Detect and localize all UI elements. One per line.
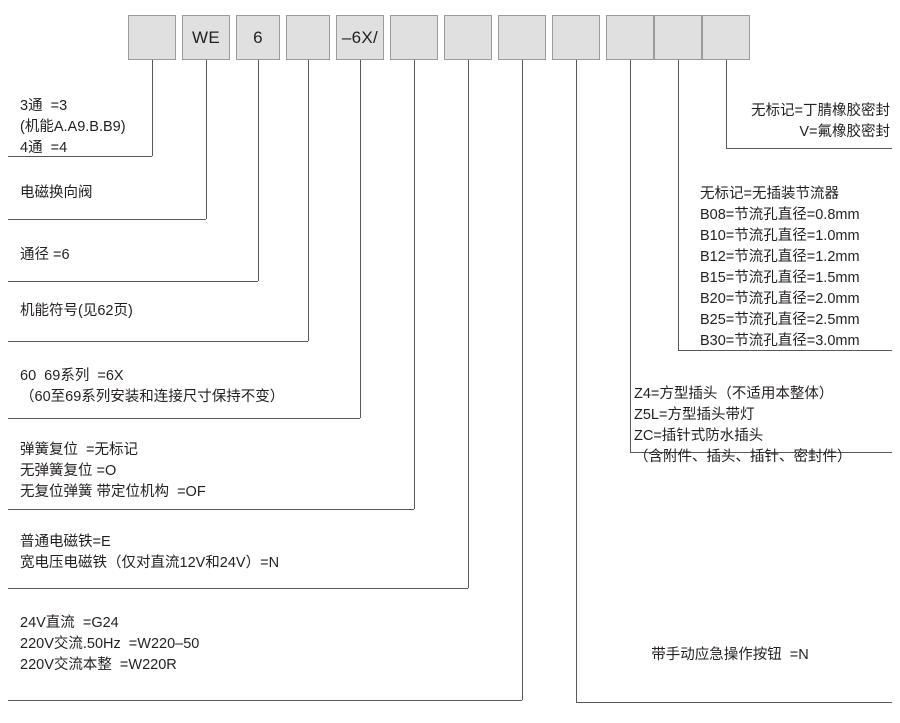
throttle-insert-label: 无标记=无插装节流器 B08=节流孔直径=0.8mm B10=节流孔直径=1.0… [700, 186, 860, 349]
code-box-7[interactable] [444, 15, 492, 60]
bracket-valve-type-horizontal [8, 219, 206, 220]
manual-override-label: 带手动应急操作按钮 =N [651, 647, 809, 663]
series-label: 60 69系列 =6X （60至69系列安装和连接尺寸保持不变） [20, 368, 285, 405]
bracket-ways-horizontal [8, 156, 152, 157]
code-box-1[interactable] [128, 15, 176, 60]
bracket-solenoid-type-horizontal [8, 588, 468, 589]
code-box-10[interactable] [606, 15, 654, 60]
bracket-series-horizontal [8, 418, 360, 419]
bracket-seal-material-horizontal [726, 148, 892, 149]
bracket-solenoid-type-vertical [468, 60, 469, 588]
bracket-nominal-size-horizontal [8, 281, 258, 282]
code-box-12[interactable] [702, 15, 750, 60]
bracket-connector-plug-vertical [630, 60, 631, 452]
bracket-series-vertical [360, 60, 361, 418]
connector-plug-label: Z4=方型插头（不适用本整体） Z5L=方型插头带灯 ZC=插针式防水插头 （含… [634, 386, 852, 465]
bracket-voltage-vertical [522, 60, 523, 700]
seal-material-label: 无标记=丁腈橡胶密封 V=氟橡胶密封 [751, 103, 890, 140]
solenoid-type-label: 普通电磁铁=E 宽电压电磁铁（仅对直流12V和24V）=N [20, 534, 280, 571]
bracket-throttle-insert-horizontal [678, 350, 892, 351]
code-box-6[interactable] [390, 15, 438, 60]
bracket-manual-override-horizontal [576, 702, 892, 703]
voltage-label: 24V直流 =G24 220V交流.50Hz =W220–50 220V交流本整… [20, 615, 200, 673]
code-box-11[interactable] [654, 15, 702, 60]
code-box-5[interactable]: –6X/ [336, 15, 384, 60]
code-box-2[interactable]: WE [182, 15, 230, 60]
bracket-spool-symbol-vertical [308, 60, 309, 341]
bracket-spring-return-horizontal [8, 509, 414, 510]
bracket-ways-vertical [152, 60, 153, 156]
bracket-manual-override-vertical [576, 60, 577, 702]
valve-type-label: 电磁换向阀 [20, 185, 93, 201]
bracket-valve-type-vertical [206, 60, 207, 219]
bracket-voltage-horizontal [8, 700, 522, 701]
spring-return-label: 弹簧复位 =无标记 无弹簧复位 =O 无复位弹簧 带定位机构 =OF [20, 442, 206, 500]
bracket-connector-plug-horizontal [630, 452, 892, 453]
ways-label: 3通 =3 (机能A.A9.B.B9) 4通 =4 [20, 98, 126, 156]
code-box-8[interactable] [498, 15, 546, 60]
bracket-throttle-insert-vertical [678, 60, 679, 350]
nominal-size-label: 通径 =6 [20, 247, 70, 263]
code-box-3[interactable]: 6 [236, 15, 280, 60]
bracket-nominal-size-vertical [258, 60, 259, 281]
code-box-4[interactable] [286, 15, 330, 60]
spool-symbol-label: 机能符号(见62页) [20, 303, 133, 319]
bracket-spool-symbol-horizontal [8, 341, 308, 342]
bracket-spring-return-vertical [414, 60, 415, 509]
code-box-9[interactable] [552, 15, 600, 60]
bracket-seal-material-vertical [726, 60, 727, 148]
